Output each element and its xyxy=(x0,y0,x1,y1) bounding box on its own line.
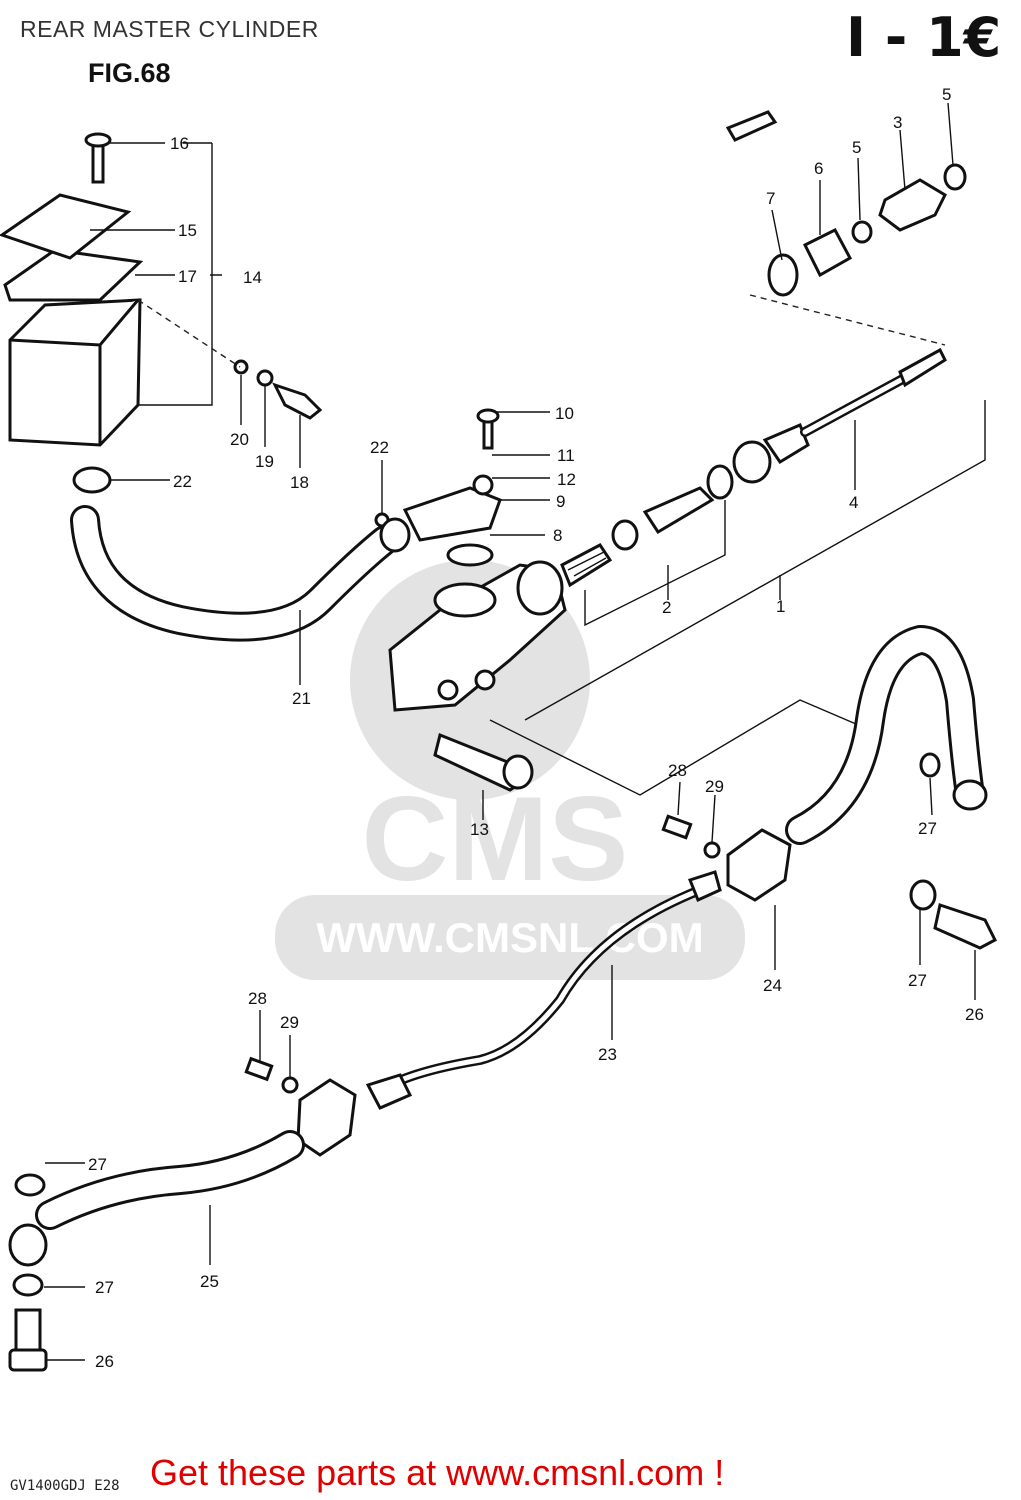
joint-block-24 xyxy=(726,828,792,902)
o-ring-8 xyxy=(446,543,494,567)
inlet-fitting xyxy=(402,486,502,542)
callout-26b: 26 xyxy=(95,1352,114,1371)
watermark-banner xyxy=(275,895,745,980)
callout-27: 27 xyxy=(918,819,937,838)
callout-14: 14 xyxy=(243,268,262,287)
callout-13: 13 xyxy=(470,820,489,839)
model-code: GV1400GDJ E28 xyxy=(10,1478,120,1494)
front-arrow-icon xyxy=(725,110,778,142)
callout-1: 1 xyxy=(776,597,785,616)
callout-27c: 27 xyxy=(88,1155,107,1174)
washer-19 xyxy=(256,369,274,387)
piston-assembly xyxy=(560,464,734,588)
callout-25: 25 xyxy=(200,1272,219,1291)
bolt-28 xyxy=(661,814,693,840)
page-title: REAR MASTER CYLINDER xyxy=(20,16,319,42)
push-rod xyxy=(732,347,947,484)
circlip xyxy=(706,464,734,500)
callout-15: 15 xyxy=(178,221,197,240)
callout-26: 26 xyxy=(965,1005,984,1024)
leader-lines xyxy=(44,102,976,1361)
callout-9: 9 xyxy=(556,492,565,511)
callout-6: 6 xyxy=(814,159,823,178)
callout-19: 19 xyxy=(255,452,274,471)
callout-16: 16 xyxy=(170,134,189,153)
shop-link[interactable]: Get these parts at www.cmsnl.com ! xyxy=(150,1452,725,1493)
callout-24: 24 xyxy=(763,976,782,995)
callout-labels: 1 2 3 4 5 5 6 7 8 9 10 11 12 13 14 15 16… xyxy=(88,85,984,1371)
clevis-3 xyxy=(878,178,947,232)
callout-18: 18 xyxy=(290,473,309,492)
reservoir-diaphragm xyxy=(3,248,144,302)
banjo-bolt-26 xyxy=(933,903,997,950)
callout-28b: 28 xyxy=(248,989,267,1008)
callout-5: 5 xyxy=(942,85,951,104)
washer-29b xyxy=(281,1076,299,1094)
banjo-bolt-26b xyxy=(14,1308,42,1352)
callout-2: 2 xyxy=(662,598,671,617)
reservoir-tank xyxy=(0,132,144,447)
joint-6 xyxy=(802,228,853,278)
callout-7: 7 xyxy=(766,189,775,208)
callout-8: 8 xyxy=(553,526,562,545)
master-cylinder-body xyxy=(388,560,567,712)
washer-29 xyxy=(703,841,721,859)
callout-10: 10 xyxy=(555,404,574,423)
washer-27c xyxy=(14,1173,46,1197)
washer-12 xyxy=(472,474,494,496)
primary-cup xyxy=(611,519,639,551)
nut-5b xyxy=(943,163,967,191)
reservoir-cap xyxy=(0,193,132,260)
callout-27d: 27 xyxy=(95,1278,114,1297)
watermark-brand: CMS xyxy=(362,772,629,906)
callout-4: 4 xyxy=(849,493,858,512)
callout-23: 23 xyxy=(598,1045,617,1064)
dust-boot xyxy=(732,440,772,484)
piston xyxy=(642,486,715,535)
bolt-28b xyxy=(244,1056,274,1082)
nut-5 xyxy=(851,220,873,244)
callout-28: 28 xyxy=(668,761,687,780)
washer-27d xyxy=(12,1273,44,1297)
joint-block-lower xyxy=(296,1078,357,1157)
washer-27a xyxy=(919,752,941,778)
callout-29b: 29 xyxy=(280,1013,299,1032)
banjo-fitting xyxy=(952,779,988,811)
callout-3: 3 xyxy=(893,113,902,132)
push-rod-thread xyxy=(898,347,947,388)
callout-21: 21 xyxy=(292,689,311,708)
hose-clamp-top xyxy=(72,466,112,494)
callout-29: 29 xyxy=(705,777,724,796)
figure-label: FIG.68 xyxy=(88,58,171,88)
page-code: I - 1€ xyxy=(846,6,1002,69)
bolt-18 xyxy=(272,382,323,420)
callout-5b: 5 xyxy=(852,138,861,157)
callout-27b: 27 xyxy=(908,971,927,990)
callout-12: 12 xyxy=(557,470,576,489)
nut-7 xyxy=(767,253,799,297)
callout-11: 11 xyxy=(557,446,575,465)
callout-22b: 22 xyxy=(173,472,192,491)
callout-17: 17 xyxy=(178,267,197,286)
banjo-fitting-lower xyxy=(8,1223,48,1267)
callout-20: 20 xyxy=(230,430,249,449)
return-spring xyxy=(560,543,613,588)
washer-27b xyxy=(909,879,937,911)
callout-22: 22 xyxy=(370,438,389,457)
washer-20 xyxy=(233,359,249,375)
